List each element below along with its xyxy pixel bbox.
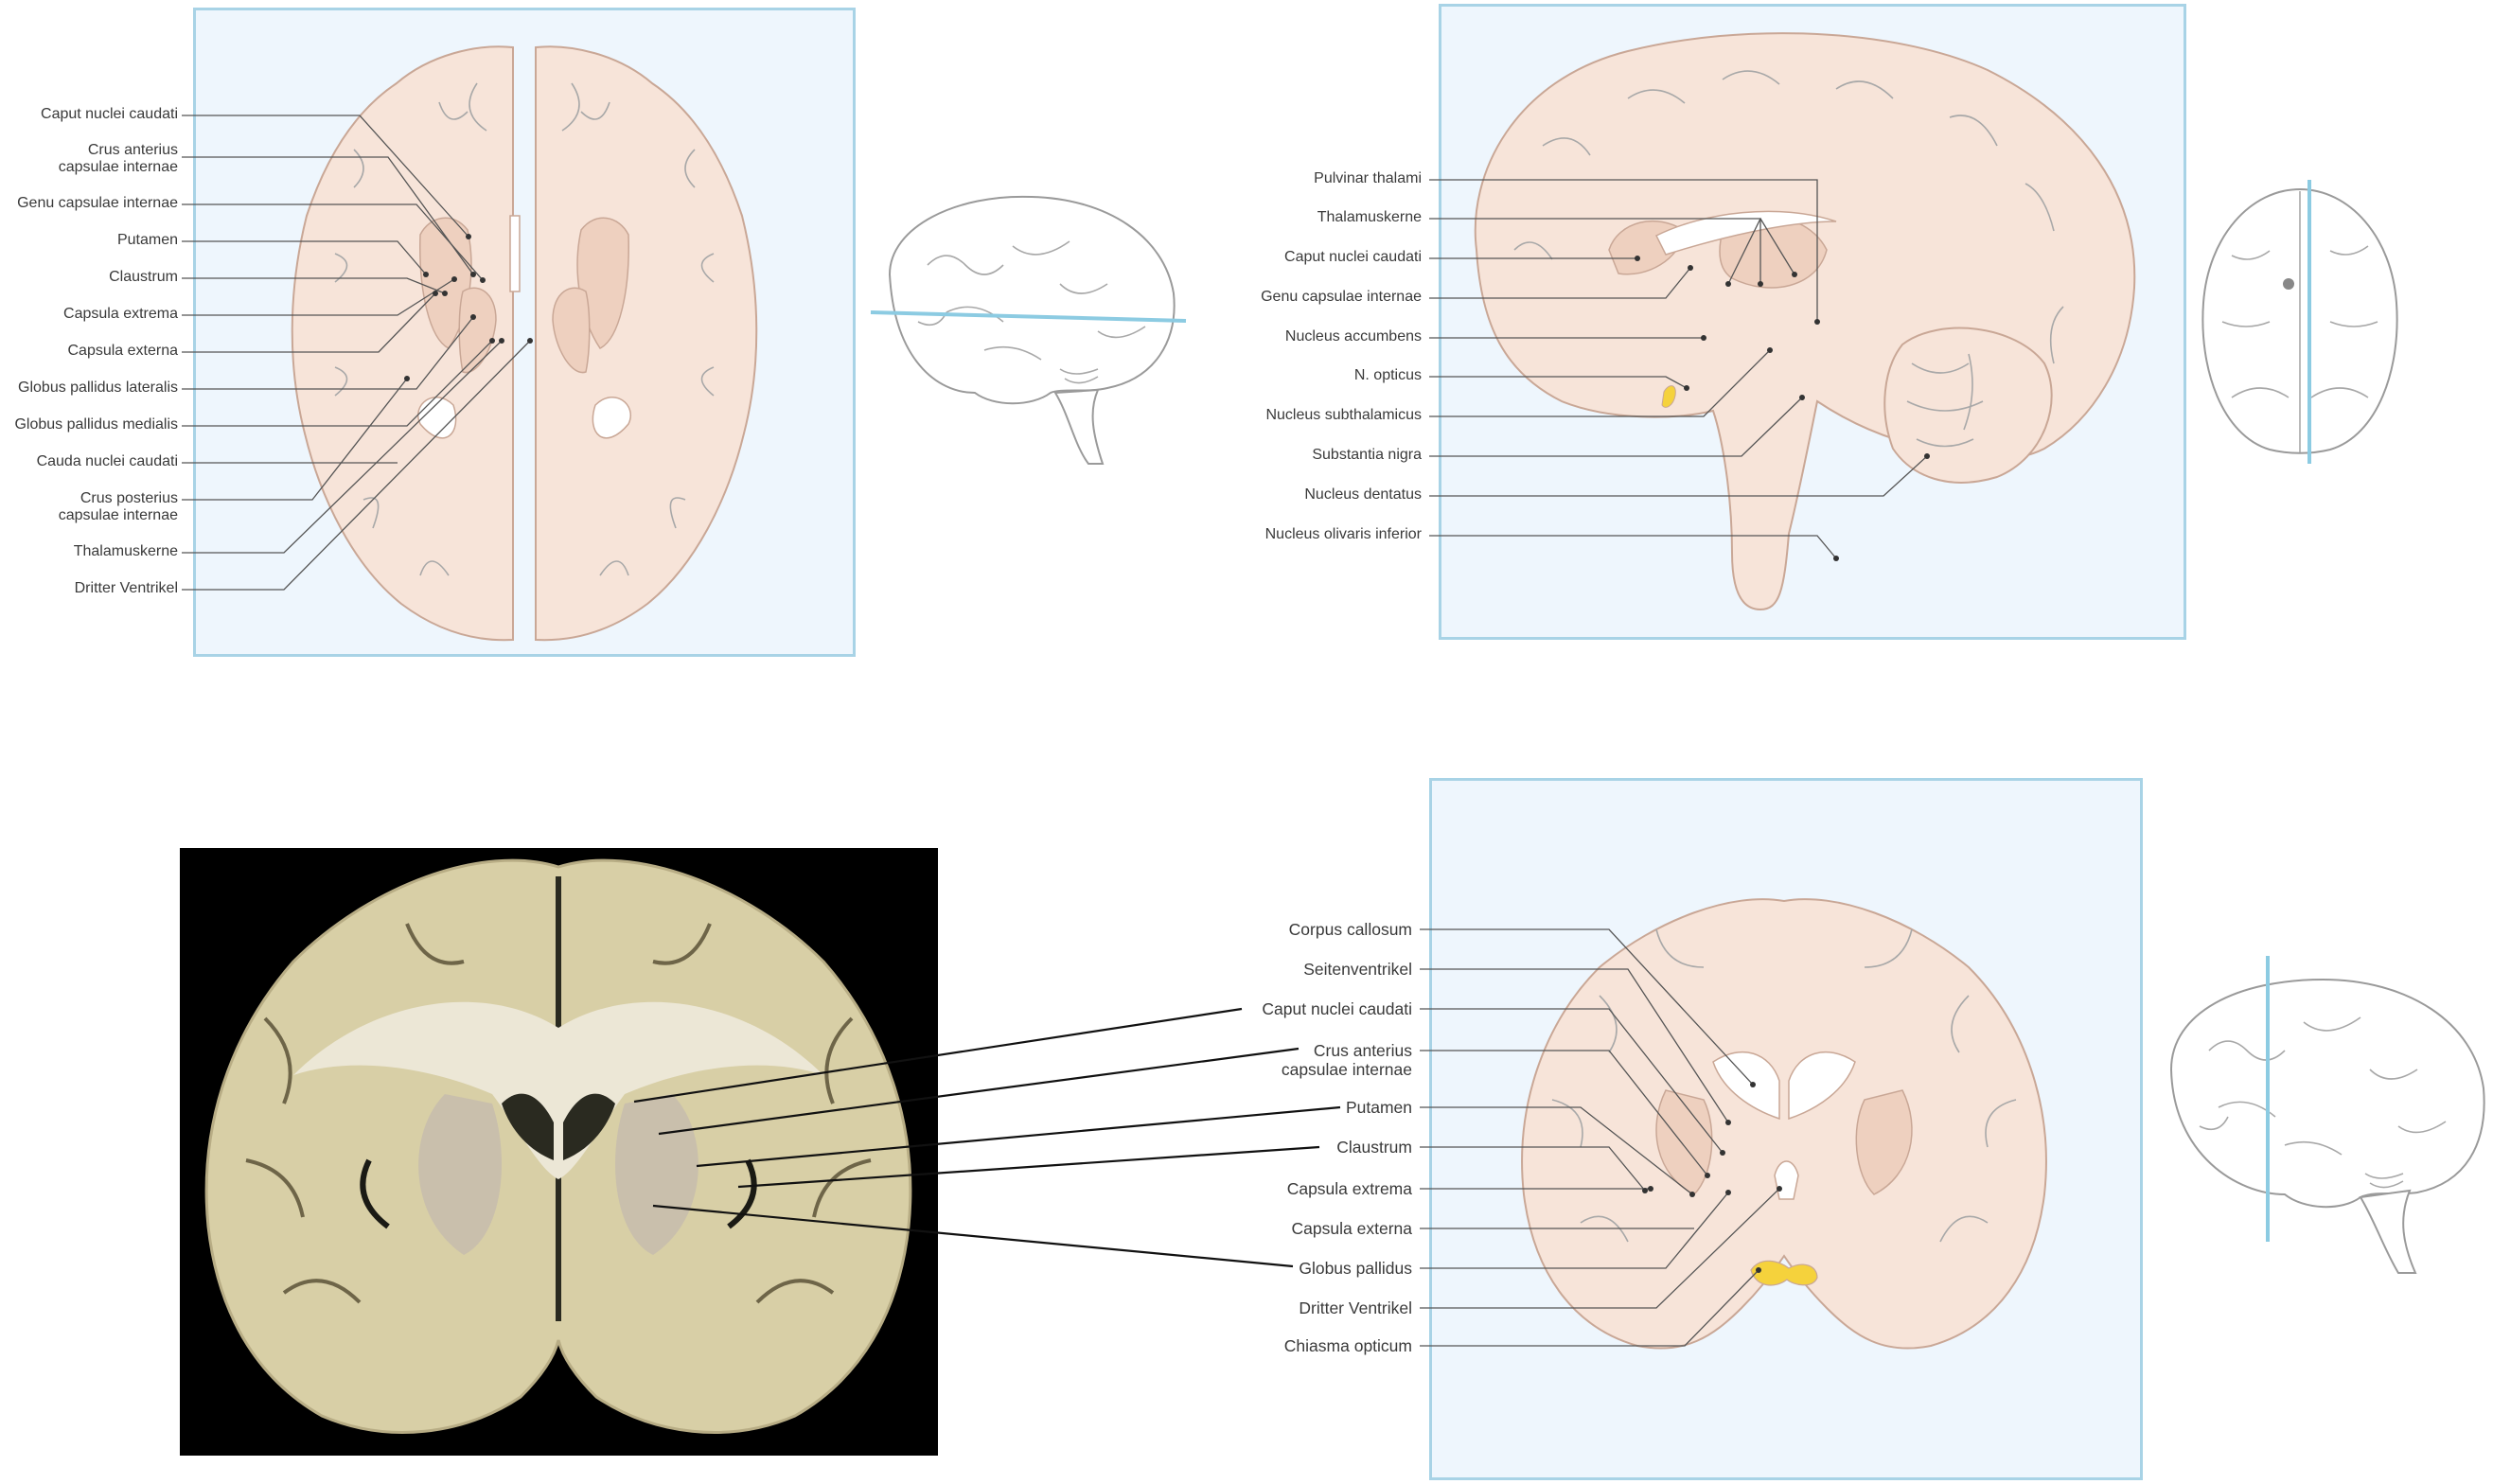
sagittal-label-genu: Genu capsulae internae: [1261, 289, 1422, 305]
coronal-label-claustrum: Claustrum: [1336, 1138, 1412, 1157]
axial-label-capsula-extrema: Capsula extrema: [63, 306, 178, 322]
sagittal-label-caput: Caput nuclei caudati: [1284, 249, 1422, 265]
coronal-orientation-brain: [2169, 956, 2485, 1274]
sagittal-label-accumbens: Nucleus accumbens: [1284, 328, 1422, 344]
axial-label-genu: Genu capsulae internae: [17, 195, 178, 211]
sagittal-label-n-opticus: N. opticus: [1353, 367, 1422, 383]
coronal-label-globus-pallidus: Globus pallidus: [1299, 1259, 1412, 1278]
axial-label-caput: Caput nuclei caudati: [41, 106, 178, 122]
sagittal-label-subthalamicus: Nucleus subthalamicus: [1265, 407, 1422, 423]
coronal-label-caput: Caput nuclei caudati: [1262, 999, 1412, 1018]
specimen-tissue: [204, 858, 912, 1434]
coronal-label-capsula-extrema: Capsula extrema: [1286, 1179, 1412, 1198]
axial-label-claustrum: Claustrum: [109, 269, 178, 285]
axial-orientation-brain: [870, 195, 1187, 465]
sagittal-label-pulvinar: Pulvinar thalami: [1314, 170, 1422, 186]
sagittal-label-dentatus: Nucleus dentatus: [1304, 486, 1422, 503]
coronal-label-putamen: Putamen: [1345, 1098, 1412, 1117]
axial-label-cauda: Cauda nuclei caudati: [36, 453, 178, 469]
coronal-label-corpus-callosum: Corpus callosum: [1288, 920, 1412, 939]
sagittal-label-olivaris: Nucleus olivaris inferior: [1264, 526, 1422, 542]
sagittal-brain-illustration: [1474, 32, 2136, 611]
coronal-label-dritter-ventrikel: Dritter Ventrikel: [1299, 1298, 1412, 1317]
axial-label-dritter-ventrikel: Dritter Ventrikel: [74, 580, 178, 596]
sagittal-label-thalamuskerne: Thalamuskerne: [1317, 209, 1422, 225]
sagittal-orientation-brain: [2201, 180, 2398, 464]
axial-label-thalamuskerne: Thalamuskerne: [73, 543, 178, 559]
coronal-label-capsula-externa: Capsula externa: [1291, 1219, 1412, 1238]
axial-label-gp-medialis: Globus pallidus medialis: [14, 416, 178, 433]
sagittal-label-substantia-nigra: Substantia nigra: [1312, 447, 1422, 463]
coronal-label-chiasma: Chiasma opticum: [1283, 1336, 1412, 1355]
axial-label-gp-lateralis: Globus pallidus lateralis: [18, 380, 178, 396]
axial-label-capsula-externa: Capsula externa: [67, 343, 178, 359]
coronal-label-seitenventrikel: Seitenventrikel: [1303, 960, 1412, 979]
axial-label-putamen: Putamen: [116, 232, 178, 248]
